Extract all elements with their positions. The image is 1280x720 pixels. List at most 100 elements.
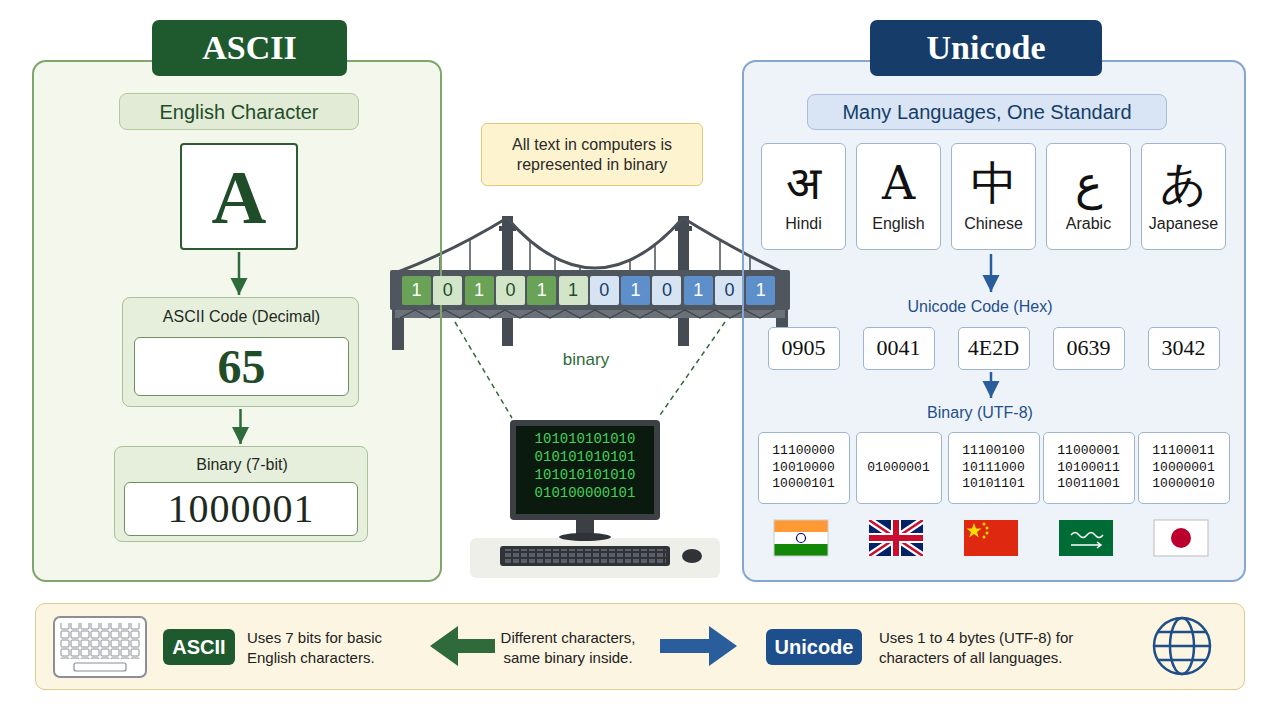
heading-text: ASCII Code (Decimal) [123, 305, 360, 329]
node-text: 1 [411, 280, 421, 302]
bit-cell: 1 [621, 276, 650, 305]
heading-text: Unicode [870, 20, 1102, 76]
screen-text: 010101010101 [516, 449, 654, 465]
unicode-panel: UnicodeMany Languages, One StandardअHind… [742, 60, 1246, 582]
step-label: Binary (UTF-8) [880, 403, 1080, 422]
node-text: 3042 [1162, 335, 1206, 361]
screen-text: 101010101010 [516, 431, 654, 447]
node-text: 01000001 [867, 460, 929, 477]
computer [470, 420, 720, 578]
utf8-box: 11100000 10010000 10000101 [758, 432, 850, 504]
screen-text: 101010101010 [516, 467, 654, 483]
node-text: Many Languages, One Standard [842, 100, 1131, 124]
bit-cell: 0 [496, 276, 525, 305]
node-text: 中 [971, 160, 1017, 206]
band-ground [35, 603, 1245, 690]
node-text: 1 [693, 280, 703, 302]
ascii-panel: ASCIIEnglish CharacterAASCII Code (Decim… [32, 60, 442, 582]
caption-label: binary [536, 350, 636, 370]
value-box: 65 [134, 337, 349, 396]
node-text: 0 [662, 280, 672, 302]
node-text: ASCII [172, 635, 225, 659]
hex-code-box: 0639 [1053, 327, 1125, 370]
node-text: 0639 [1067, 335, 1111, 361]
keyboard-icon [54, 617, 146, 677]
bit-cell: 0 [715, 276, 744, 305]
node-text: 0905 [782, 335, 826, 361]
node-text: 1 [568, 280, 578, 302]
heading-text: Binary (7-bit) [115, 453, 369, 477]
screen-text: 010100000101 [516, 485, 654, 501]
language-card: अHindi [761, 143, 846, 250]
node-text: Unicode [775, 635, 854, 659]
hex-code-box: 4E2D [958, 327, 1030, 370]
heading-text: ASCII [152, 20, 347, 76]
node-text: 11000001 10100011 10011001 [1048, 443, 1130, 494]
ascii-panel-ground [32, 60, 442, 582]
node-text: 1 [756, 280, 766, 302]
heading-text: Different characters, same binary inside… [488, 628, 648, 667]
bit-cell: 0 [433, 276, 462, 305]
node-text: Chinese [964, 214, 1023, 233]
bit-cell: 1 [402, 276, 431, 305]
node-text: あ [1160, 160, 1207, 206]
bit-cell: 1 [465, 276, 494, 305]
flow-arrow [238, 252, 241, 295]
title-pill: English Character [119, 93, 359, 130]
node-text: 1000001 [168, 489, 315, 529]
node-text: 0 [599, 280, 609, 302]
bit-cell: 0 [590, 276, 619, 305]
step-label: Unicode Code (Hex) [880, 297, 1080, 316]
node-text: 0 [505, 280, 515, 302]
node-text: 65 [218, 343, 266, 391]
node-text: 11100000 10010000 10000101 [763, 443, 845, 494]
unicode-tag: Unicode [766, 629, 862, 665]
globe-icon [1154, 618, 1210, 674]
utf8-box: 01000001 [856, 432, 942, 504]
node-text: 0 [724, 280, 734, 302]
unicode-arrows [990, 254, 993, 398]
node-text: English Character [160, 100, 319, 124]
bit-cell: 1 [559, 276, 588, 305]
flow-arrow [239, 409, 242, 444]
node-text: 4E2D [968, 335, 1019, 361]
leader-lines [455, 322, 725, 418]
flag-saudi [1059, 520, 1113, 556]
node-text: Japanese [1149, 214, 1218, 233]
node-text: 1 [474, 280, 484, 302]
bit-cell: 1 [746, 276, 775, 305]
flag-uk [869, 520, 923, 556]
node-text: 0 [443, 280, 453, 302]
hex-code-box: 3042 [1148, 327, 1220, 370]
flag-china [964, 520, 1018, 556]
bit-cell: 1 [527, 276, 556, 305]
bit-cell: 0 [652, 276, 681, 305]
bit-cell: 1 [684, 276, 713, 305]
heading-text: Uses 1 to 4 bytes (UTF-8) for characters… [879, 628, 1119, 667]
left-arrow [430, 626, 495, 666]
bridge [390, 216, 790, 350]
node-text: 0041 [877, 335, 921, 361]
language-card: 中 Chinese [951, 143, 1036, 250]
utf8-box: 11100011 10000001 10000010 [1138, 432, 1230, 504]
title-pill: Many Languages, One Standard [807, 94, 1167, 130]
node-text: 11100011 10000001 10000010 [1143, 443, 1225, 494]
node-text: 1 [537, 280, 547, 302]
utf8-box: 11000001 10100011 10011001 [1043, 432, 1135, 504]
node-text: English [872, 214, 924, 233]
unicode-panel-ground [742, 60, 1246, 582]
language-card: あ Japanese [1141, 143, 1226, 250]
note-box: All text in computers is represented in … [481, 123, 703, 186]
node-text: Arabic [1066, 214, 1111, 233]
node-text: A [882, 160, 915, 206]
code-box: ASCII Code (Decimal) 65 [122, 297, 359, 407]
flag-japan [1154, 520, 1208, 556]
flag-india [774, 520, 828, 556]
value-box: 1000001 [124, 482, 358, 536]
node-text: ع [1075, 160, 1102, 206]
hex-code-box: 0905 [768, 327, 840, 370]
hex-code-box: 0041 [863, 327, 935, 370]
node-text: 11100100 10111000 10101101 [953, 443, 1035, 494]
